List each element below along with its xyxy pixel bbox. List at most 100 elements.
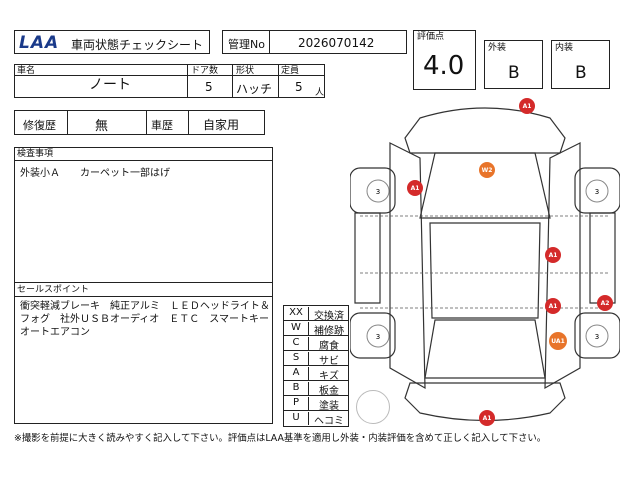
doors-label: ドア数: [191, 66, 219, 76]
damage-mark-4-label: A1: [549, 252, 558, 259]
legend-code: S: [284, 352, 309, 365]
legend-row: XX 交換済: [284, 306, 349, 322]
legend-code: W: [284, 322, 309, 335]
shape-value: ハッチ: [236, 82, 273, 96]
damage-mark-7-label: UA1: [551, 338, 565, 345]
car-rear-glass: [424, 319, 546, 379]
legend-row: C 腐食: [284, 336, 349, 352]
legend-desc: キズ: [319, 371, 339, 382]
repair-value: 無: [95, 119, 109, 134]
legend-desc: サビ: [319, 356, 339, 367]
history-box: 修復歴 無 車歴 自家用: [14, 110, 265, 135]
tire-rear-right-label: 3: [595, 333, 599, 341]
stamp-circle: [356, 390, 390, 424]
damage-mark-2-label: W2: [482, 167, 493, 174]
interior-grade: B: [575, 63, 587, 83]
damage-mark-3-label: A1: [411, 185, 420, 192]
divider-1: [187, 65, 188, 97]
capacity-label: 定員: [281, 66, 300, 76]
mgmt-label: 管理No: [228, 38, 265, 51]
doors-value: 5: [205, 80, 213, 94]
damage-mark-6-label: A2: [601, 300, 610, 307]
exterior-label: 外装: [488, 43, 507, 53]
legend-desc: 補修跡: [314, 326, 344, 337]
damage-mark-3: [407, 180, 423, 196]
usage-value: 自家用: [203, 118, 240, 132]
inspection-text: 外装小Ａ カーペット一部はげ: [20, 168, 170, 179]
damage-mark-5: [545, 298, 561, 314]
damage-mark-2: [479, 162, 495, 178]
divider-5: [146, 111, 147, 134]
legend-code: B: [284, 382, 309, 395]
tire-rear-right: [585, 324, 609, 348]
damage-mark-4: [545, 247, 561, 263]
score-label: 評価点: [417, 32, 445, 42]
tire-front-left: [366, 179, 390, 203]
mgmt-number: 2026070142: [298, 36, 375, 50]
damage-mark-1-label: A1: [523, 103, 532, 110]
divider-3: [278, 65, 279, 97]
damage-mark-7: [549, 332, 567, 350]
legend-desc: 腐食: [319, 341, 339, 352]
damage-mark-8: [479, 410, 495, 426]
legend-row: U ヘコミ: [284, 411, 349, 427]
damage-mark-1: [519, 98, 535, 114]
damage-mark-8-label: A1: [483, 415, 492, 422]
tire-front-right: [585, 179, 609, 203]
car-outline-front: [404, 107, 566, 154]
legend-code: U: [284, 412, 309, 425]
sales-text: 衝突軽減ブレーキ 純正アルミ ＬＥＤヘッドライト＆フォグ 社外ＵＳＢオーディオ …: [20, 301, 279, 338]
legend-table: XX 交換済 W 補修跡 C 腐食 S サビ A キズ B 板金 P 塗装 U ヘコミ: [283, 305, 349, 427]
title-box: LAA 車両状態チェックシート: [14, 30, 210, 54]
legend-desc: 板金: [319, 386, 339, 397]
legend-code: A: [284, 367, 309, 380]
vehicle-info-box: 車名 ノート ドア数 5 形状 ハッチ 定員 5 人: [14, 64, 325, 98]
tire-front-right-outline: [574, 167, 620, 214]
car-roof-outline: [419, 152, 551, 219]
car-body-right: [544, 142, 581, 390]
interior-label: 内装: [555, 43, 574, 53]
tire-rear-left-label: 3: [376, 333, 380, 341]
sales-divider: [15, 282, 272, 283]
legend-desc: ヘコミ: [314, 416, 344, 427]
tire-front-left-label: 3: [376, 188, 380, 196]
damage-mark-5-label: A1: [549, 303, 558, 310]
score-value: 4.0: [423, 51, 465, 81]
tire-front-right-label: 3: [595, 188, 599, 196]
exterior-grade: B: [508, 63, 520, 83]
divider-2: [232, 65, 233, 97]
page-title: 車両状態チェックシート: [71, 38, 204, 52]
capacity-value: 5: [295, 80, 303, 94]
car-body-left: [389, 142, 426, 390]
tire-rear-left: [366, 324, 390, 348]
legend-row: P 塗装: [284, 396, 349, 412]
legend-desc: 塗装: [319, 401, 339, 412]
legend-row: B 板金: [284, 381, 349, 397]
shape-label: 形状: [236, 66, 255, 76]
legend-code: C: [284, 337, 309, 350]
mgmt-box: 管理No 2026070142: [222, 30, 407, 54]
car-side-right: [589, 212, 616, 304]
tire-rear-left-outline: [350, 312, 396, 359]
score-box: 評価点 4.0: [413, 30, 476, 90]
repair-label: 修復歴: [23, 119, 56, 132]
remarks-box: 検査事項 外装小Ａ カーペット一部はげ セールスポイント 衝突軽減ブレーキ 純正…: [14, 147, 273, 424]
sales-label: セールスポイント: [17, 285, 90, 295]
legend-code: XX: [284, 307, 309, 320]
legend-desc: 交換済: [314, 311, 344, 322]
legend-row: S サビ: [284, 351, 349, 367]
legend-code: P: [284, 397, 309, 410]
exterior-grade-box: 外装 B: [484, 40, 543, 89]
car-cabin: [429, 222, 541, 319]
mgmt-divider: [269, 31, 270, 53]
inspection-rule: [15, 160, 272, 161]
footer-note: ※撮影を前提に大きく読みやすく記入して下さい。評価点はLAA基準を適用し外装・内…: [14, 433, 547, 444]
brand-logo: LAA: [19, 33, 60, 53]
divider-4: [67, 111, 68, 134]
inspection-label: 検査事項: [17, 149, 54, 159]
legend-row: A キズ: [284, 366, 349, 382]
interior-grade-box: 内装 B: [551, 40, 610, 89]
tire-front-left-outline: [350, 167, 396, 214]
tire-rear-right-outline: [574, 312, 620, 359]
capacity-unit: 人: [315, 88, 325, 98]
